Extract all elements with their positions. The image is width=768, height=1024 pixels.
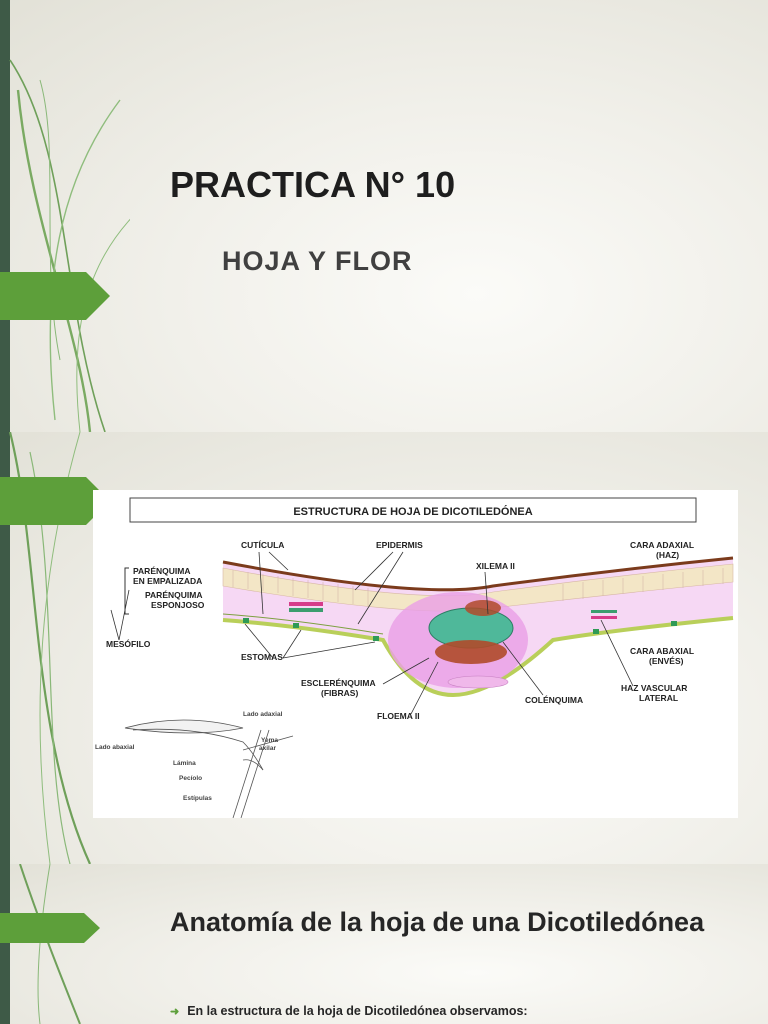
leaf-structure-diagram: ESTRUCTURA DE HOJA DE DICOTILEDÓNEA [93, 490, 738, 819]
svg-text:(FIBRAS): (FIBRAS) [321, 688, 358, 698]
bullet-text: En la estructura de la hoja de Dicotiled… [187, 1004, 528, 1018]
sketch-label-yema: Yema [261, 737, 278, 744]
sketch-label-lado-adaxial: Lado adaxial [243, 711, 283, 718]
green-arrow-tab [0, 477, 110, 525]
diagram-title: ESTRUCTURA DE HOJA DE DICOTILEDÓNEA [293, 505, 532, 518]
slide-2: ESTRUCTURA DE HOJA DE DICOTILEDÓNEA [0, 432, 768, 864]
label-parenquima-empalizada: PARÉNQUIMA [133, 566, 190, 576]
label-xilema: XILEMA II [476, 561, 515, 571]
swoosh-decoration [19, 864, 81, 1024]
left-accent-bar [0, 0, 10, 432]
green-arrow-tab [0, 272, 110, 320]
label-esclerenquima: ESCLERÉNQUIMA [301, 678, 376, 688]
slide-3: Anatomía de la hoja de una Dicotiledónea… [0, 864, 768, 1024]
slide-1: PRACTICA N° 10 HOJA Y FLOR [0, 0, 768, 432]
sketch-label-lado-abaxial: Lado abaxial [95, 744, 135, 751]
label-estomas: ESTOMAS [241, 652, 283, 662]
green-arrow-tab [0, 913, 100, 943]
label-cuticula: CUTÍCULA [241, 540, 284, 550]
svg-text:ESPONJOSO: ESPONJOSO [151, 600, 205, 610]
label-cara-abaxial: CARA ABAXIAL [630, 646, 694, 656]
sketch-label-lamina: Lámina [173, 760, 196, 767]
svg-text:EN EMPALIZADA: EN EMPALIZADA [133, 576, 202, 586]
svg-text:axilar: axilar [259, 745, 276, 752]
label-floema: FLOEMA II [377, 711, 420, 721]
sketch-label-peciolo: Pecíolo [179, 775, 202, 782]
svg-text:(HAZ): (HAZ) [656, 550, 679, 560]
left-accent-bar [0, 864, 10, 1024]
slide-subtitle: HOJA Y FLOR [222, 246, 413, 276]
left-accent-bar [0, 432, 10, 864]
bullet-item: ➜ En la estructura de la hoja de Dicotile… [170, 1004, 528, 1018]
label-parenquima-esponjoso: PARÉNQUIMA [145, 590, 202, 600]
bullet-arrow-icon: ➜ [170, 1006, 180, 1018]
leaf-sketch [124, 719, 294, 819]
cuticle-line [222, 556, 734, 592]
phloem-tissue [435, 640, 507, 664]
swoosh-decoration [9, 59, 130, 432]
svg-text:(ENVÉS): (ENVÉS) [649, 656, 684, 666]
svg-text:LATERAL: LATERAL [639, 693, 678, 703]
label-cara-adaxial: CARA ADAXIAL [630, 540, 694, 550]
lower-epidermis [222, 616, 734, 698]
label-haz-vascular: HAZ VASCULAR [621, 683, 687, 693]
slide-title: PRACTICA N° 10 [170, 164, 456, 205]
slide-title: Anatomía de la hoja de una Dicotiledónea [170, 907, 705, 937]
label-epidermis: EPIDERMIS [376, 540, 423, 550]
label-colenquima: COLÉNQUIMA [525, 695, 583, 705]
label-mesofilo: MESÓFILO [106, 638, 151, 649]
sketch-label-estipulas: Estípulas [183, 795, 212, 802]
